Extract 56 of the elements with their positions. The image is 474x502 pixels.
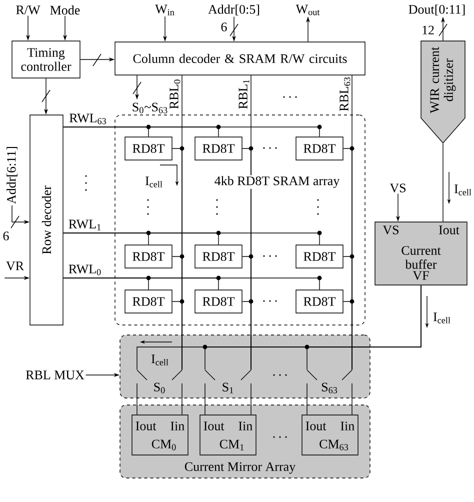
connector <box>306 383 308 415</box>
signal-label: RBL$_{63}$ <box>340 77 350 112</box>
signal-label: S$_{0}$~S$_{63}$ <box>132 102 168 114</box>
array-title: 4kb RD8T SRAM array <box>213 175 341 189</box>
signal-label: R/W <box>16 6 40 14</box>
memory-cell: RD8T <box>296 136 344 160</box>
signal-label: Mode <box>50 5 80 15</box>
connector <box>63 232 320 245</box>
buffer-block: VS Iout Current buffer VF <box>374 222 468 286</box>
connector <box>204 383 206 415</box>
signal-label: I$_{cell}$ <box>146 176 162 188</box>
connector <box>442 143 444 222</box>
memory-cell: RD8T <box>194 290 242 314</box>
signal-label: RWL$_{1}$ <box>68 220 101 230</box>
signal-label: W$_{out}$ <box>296 4 320 16</box>
signal-label: Addr[0:5] <box>208 4 260 16</box>
signal-label: Addr[6:11] <box>6 146 18 204</box>
connector <box>343 301 352 370</box>
signal-label: RBL$_{1}$ <box>238 80 250 109</box>
connector <box>136 383 138 415</box>
signal-label: Dout[0:11] <box>408 4 465 16</box>
array-region <box>114 114 366 326</box>
bus-width: 12 <box>422 26 434 34</box>
signal-label: RBL$_{0}$ <box>170 80 180 109</box>
current-mirror-box: Iout Iin CM$_{0}$ <box>132 414 188 456</box>
digitizer-block: WIR current digitizer <box>420 40 466 144</box>
connector <box>63 278 320 290</box>
memory-cell: RD8T <box>296 244 344 268</box>
controller-box: Timing controller <box>12 40 80 78</box>
bus-width: 6 <box>221 22 227 32</box>
connector <box>250 383 252 415</box>
bus-width: 6 <box>3 232 9 240</box>
signal-label: I$_{cell}$ <box>152 354 168 366</box>
memory-cell: RD8T <box>124 244 172 268</box>
signal-label: RWL$_{0}$ <box>68 264 101 276</box>
signal-label: I$_{cell}$ <box>454 184 472 196</box>
signal-label: VS <box>390 184 406 192</box>
signal-label: VR <box>6 262 24 270</box>
memory-cell: RD8T <box>124 290 172 314</box>
connector <box>306 285 422 370</box>
current-mirror-box: Iout Iin CM$_{1}$ <box>200 414 256 456</box>
decoder-box: Row decoder <box>30 114 64 326</box>
memory-cell: RD8T <box>296 290 344 314</box>
connector <box>242 301 252 370</box>
signal-label: RWL$_{63}$ <box>70 114 106 124</box>
signal-label: W$_{in}$ <box>155 4 174 16</box>
decoder-box: Column decoder & SRAM R/W circuits <box>114 42 366 76</box>
mux-region <box>120 334 370 398</box>
signal-label: I$_{cell}$ <box>434 312 450 324</box>
signal-label: RBL MUX <box>26 370 84 380</box>
memory-cell: RD8T <box>194 136 242 160</box>
connector <box>63 126 320 137</box>
current-mirror-box: Iout Iin CM$_{63}$ <box>302 414 358 456</box>
memory-cell: RD8T <box>124 136 172 160</box>
memory-cell: RD8T <box>194 244 242 268</box>
connector <box>172 301 182 370</box>
